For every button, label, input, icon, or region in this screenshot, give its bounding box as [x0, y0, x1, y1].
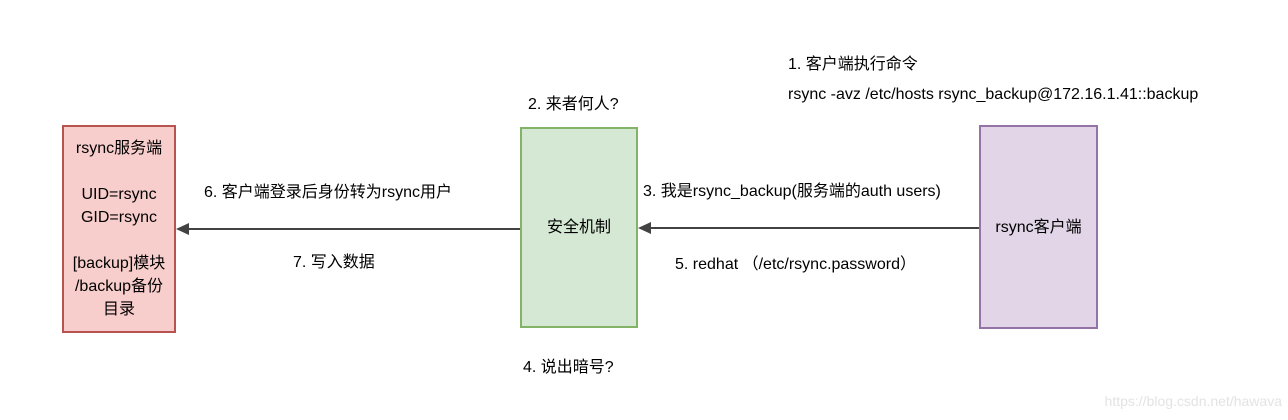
client-node: rsync客户端 [979, 125, 1098, 329]
arrow-head-left-icon [638, 222, 651, 234]
step4-label: 4. 说出暗号? [523, 359, 614, 376]
server-node: rsync服务端 UID=rsync GID=rsync [backup]模块 … [62, 125, 176, 333]
step5-label: 5. redhat （/etc/rsync.password） [675, 256, 916, 273]
arrow-line [650, 227, 979, 229]
arrow-head-left-icon [176, 223, 189, 235]
csdn-watermark: https://blog.csdn.net/hawava [1104, 393, 1282, 409]
step3-label: 3. 我是rsync_backup(服务端的auth users) [643, 183, 941, 200]
step1-command-label: rsync -avz /etc/hosts rsync_backup@172.1… [788, 86, 1199, 103]
step6-label: 6. 客户端登录后身份转为rsync用户 [204, 184, 453, 201]
security-mechanism-node: 安全机制 [520, 127, 638, 328]
step1-title-label: 1. 客户端执行命令 [788, 56, 918, 73]
step2-label: 2. 来者何人? [528, 96, 619, 113]
step7-label: 7. 写入数据 [293, 254, 375, 271]
arrow-line [188, 228, 520, 230]
